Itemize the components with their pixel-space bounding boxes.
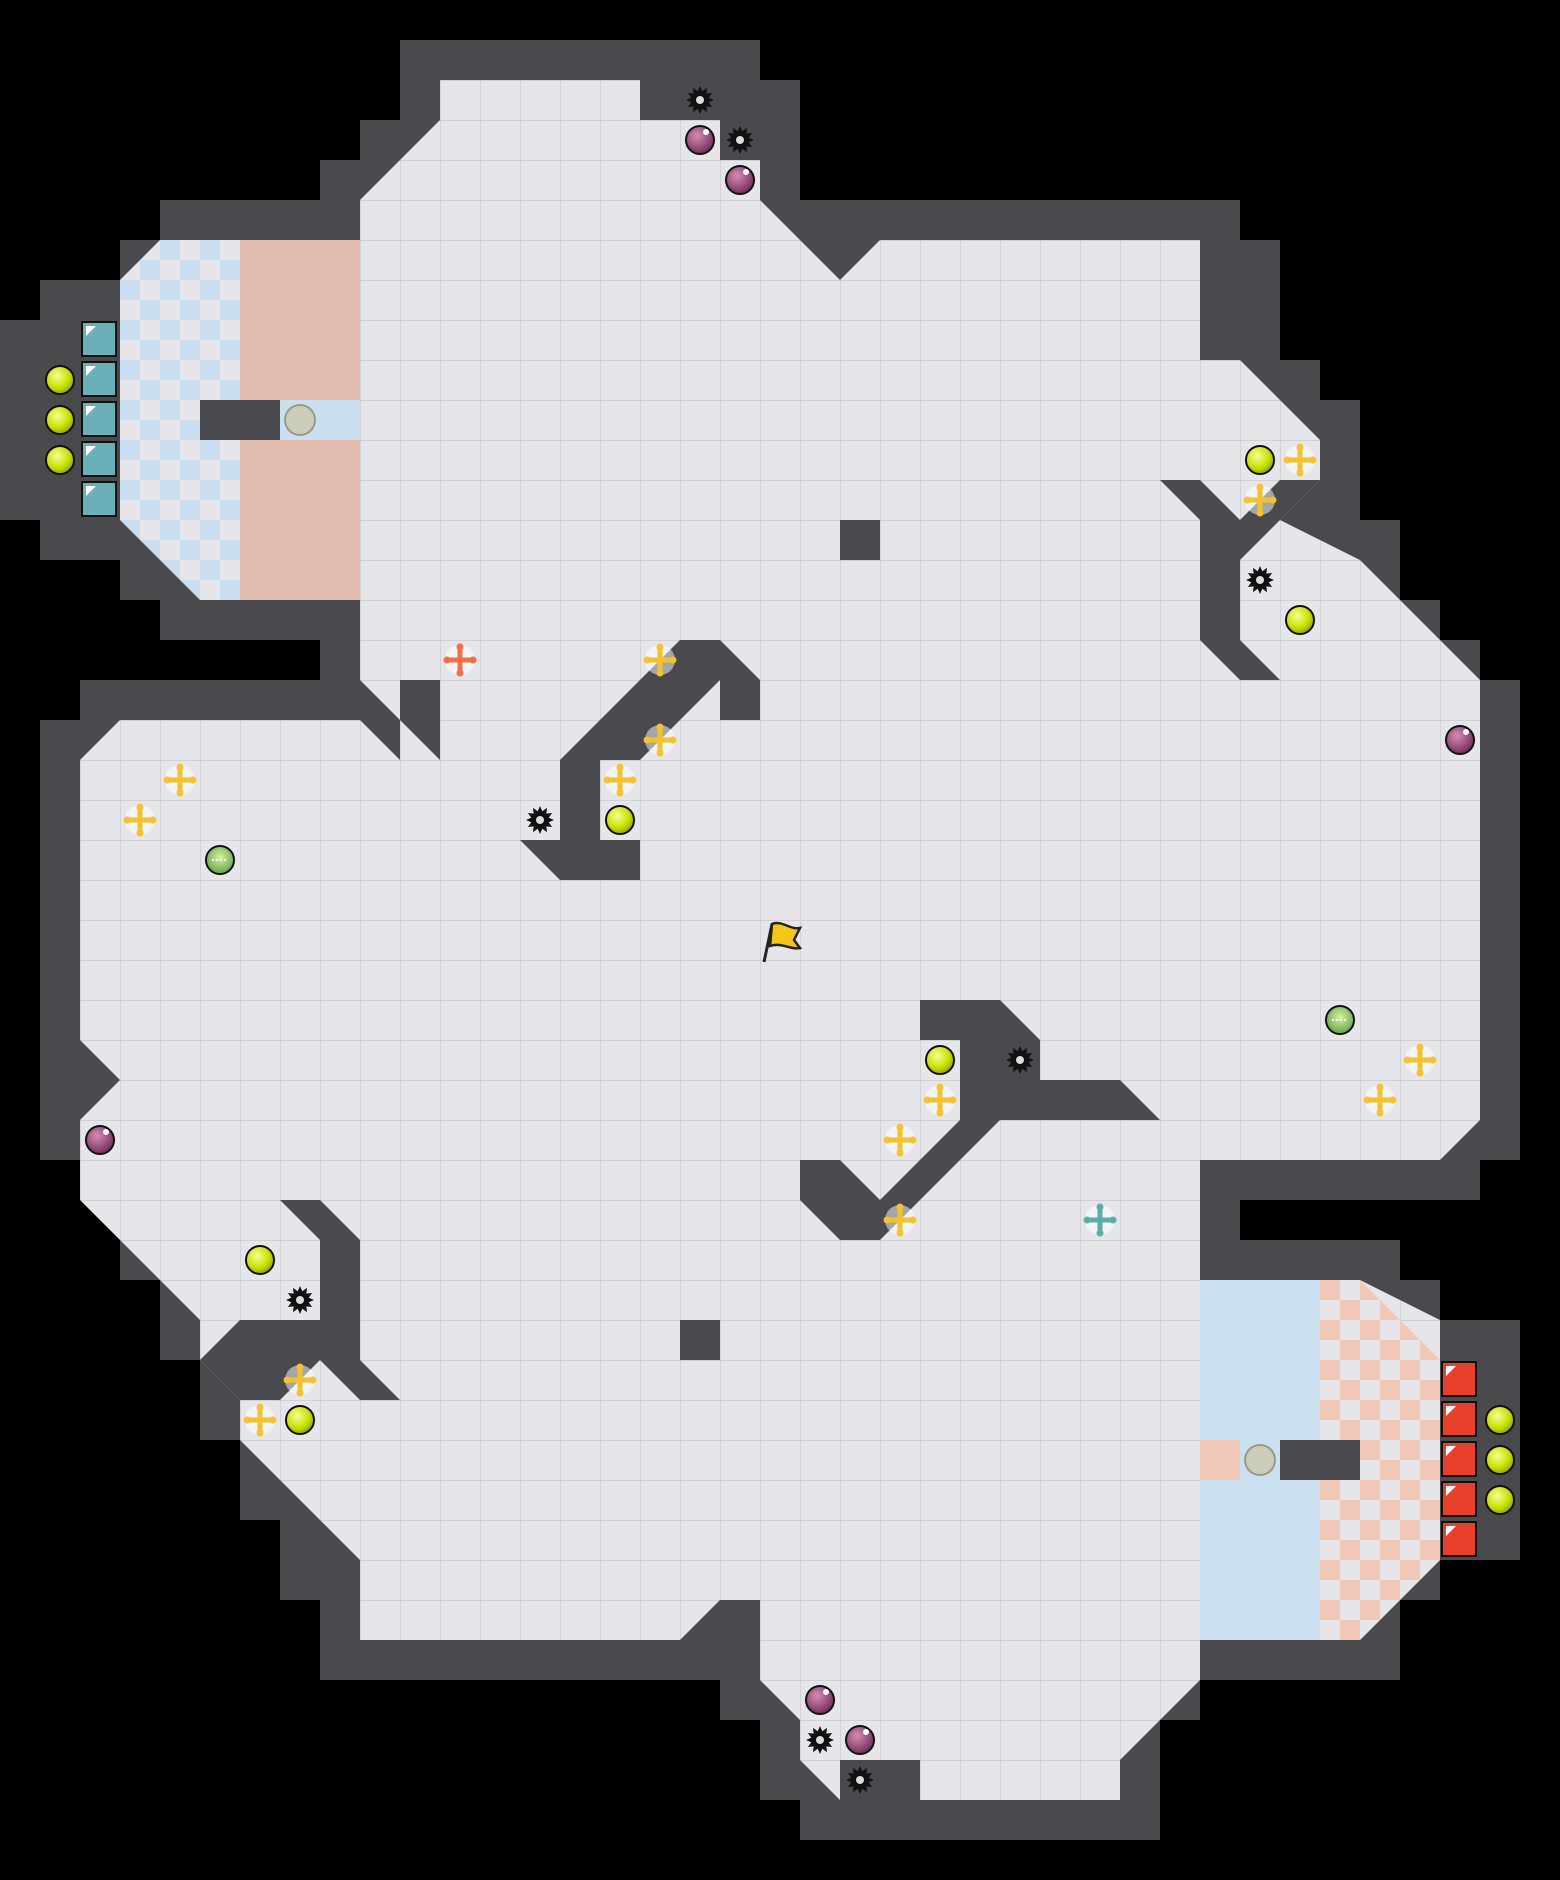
flag-icon[interactable] [762, 921, 803, 963]
red-base-zone [1320, 1280, 1440, 1640]
spike-icon[interactable] [1006, 1046, 1034, 1074]
blue-gate-button[interactable] [284, 404, 316, 436]
powerup-icon[interactable] [1245, 445, 1275, 475]
bomb-icon[interactable] [85, 1125, 115, 1155]
portal-icon[interactable] [1325, 1005, 1355, 1035]
powerup-icon[interactable] [45, 405, 75, 435]
powerup-icon[interactable] [285, 1405, 315, 1435]
spike-icon[interactable] [806, 1726, 834, 1754]
spike-icon[interactable] [686, 86, 714, 114]
boost-icon[interactable] [243, 1403, 277, 1437]
boost-icon[interactable] [883, 1203, 917, 1237]
blue-team-tiles [81, 321, 117, 517]
boost-icon[interactable] [1243, 483, 1277, 517]
spike-icon[interactable] [526, 806, 554, 834]
bomb-icon[interactable] [805, 1685, 835, 1715]
portal-icon[interactable] [205, 845, 235, 875]
powerup-icon[interactable] [45, 365, 75, 395]
boost-icon[interactable] [883, 1123, 917, 1157]
spike-icon[interactable] [726, 126, 754, 154]
red-team-tiles [1441, 1361, 1477, 1557]
bomb-icon[interactable] [1445, 725, 1475, 755]
blue-team-tile [81, 361, 117, 397]
powerup-icon[interactable] [605, 805, 635, 835]
map-objects [45, 86, 1515, 1794]
boost-icon[interactable] [1363, 1083, 1397, 1117]
spike-icon[interactable] [846, 1766, 874, 1794]
powerup-icon[interactable] [45, 445, 75, 475]
powerup-icon[interactable] [1485, 1445, 1515, 1475]
powerup-icon[interactable] [245, 1245, 275, 1275]
powerup-icon[interactable] [925, 1045, 955, 1075]
teal-boost-icon[interactable] [1083, 1203, 1117, 1237]
blue-base-zone [120, 240, 240, 600]
spike-icon[interactable] [1246, 566, 1274, 594]
boost-icon[interactable] [1283, 443, 1317, 477]
boost-icon[interactable] [1403, 1043, 1437, 1077]
boost-icon[interactable] [123, 803, 157, 837]
bomb-icon[interactable] [685, 125, 715, 155]
spike-icon[interactable] [286, 1286, 314, 1314]
red-gate-button[interactable] [1244, 1444, 1276, 1476]
boost-icon[interactable] [643, 723, 677, 757]
powerup-icon[interactable] [1485, 1405, 1515, 1435]
powerup-icon[interactable] [1285, 605, 1315, 635]
boost-icon[interactable] [643, 643, 677, 677]
bomb-icon[interactable] [725, 165, 755, 195]
boost-icon[interactable] [283, 1363, 317, 1397]
powerup-icon[interactable] [1485, 1485, 1515, 1515]
boost-icon[interactable] [603, 763, 637, 797]
red-boost-icon[interactable] [443, 643, 477, 677]
red-gate-strip [1200, 1440, 1240, 1480]
bomb-icon[interactable] [845, 1725, 875, 1755]
boost-icon[interactable] [163, 763, 197, 797]
boost-icon[interactable] [923, 1083, 957, 1117]
inner-walls [200, 400, 1360, 1480]
